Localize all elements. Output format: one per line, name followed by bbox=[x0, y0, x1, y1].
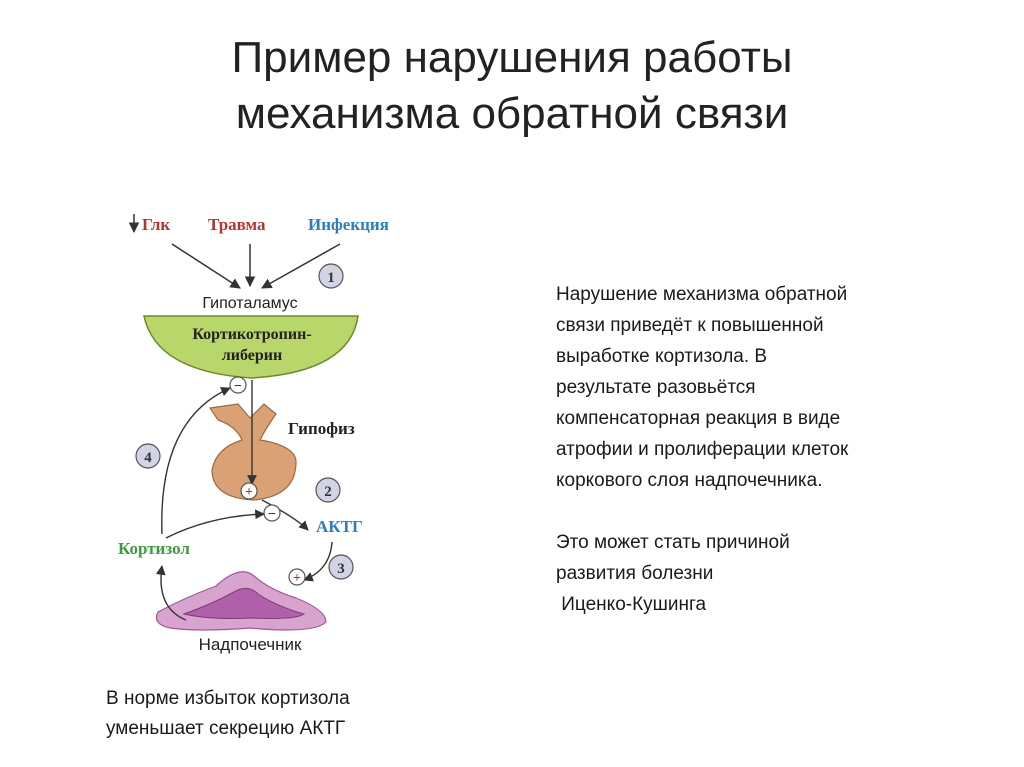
step-4-label: 4 bbox=[144, 450, 152, 466]
stimulus-infection-label: Инфекция bbox=[308, 215, 389, 234]
step-2-label: 2 bbox=[324, 484, 332, 500]
stimulation-sign-adrenal: + bbox=[288, 568, 306, 586]
explanation-text: Нарушение механизма обратной связи приве… bbox=[556, 279, 956, 620]
explanation-line: Нарушение механизма обратной bbox=[556, 284, 848, 305]
step-3-label: 3 bbox=[337, 561, 345, 577]
infection-arrow bbox=[261, 243, 341, 289]
explanation-line: коркового слоя надпочечника. bbox=[556, 470, 823, 491]
step-1-badge: 1 bbox=[318, 263, 344, 289]
inhibition-sign-crh: − bbox=[229, 376, 247, 394]
adrenal-to-cortisol-arrow bbox=[155, 565, 187, 621]
stimulus-trauma-label: Травма bbox=[208, 215, 266, 234]
pituitary-to-acth-arrow bbox=[261, 499, 309, 531]
stimulus-glk-label: Глк bbox=[142, 215, 170, 234]
glk-arrow bbox=[171, 243, 241, 289]
explanation-line: выработке кортизола. В bbox=[556, 346, 768, 367]
acth-label: АКТГ bbox=[316, 517, 363, 536]
plus-sign-2: + bbox=[293, 571, 301, 586]
step-3-badge: 3 bbox=[328, 554, 354, 580]
plus-sign: + bbox=[245, 485, 253, 500]
cortisol-to-pituitary-arrow bbox=[165, 509, 265, 539]
adrenal-label: Надпочечник bbox=[199, 635, 302, 654]
crh-bowl-shape bbox=[143, 315, 359, 379]
title-line-2: механизма обратной связи bbox=[235, 89, 789, 138]
inhibition-sign-pituitary: − bbox=[263, 504, 281, 522]
paragraph-gap bbox=[556, 496, 956, 527]
conclusion-line: Это может стать причиной bbox=[556, 532, 790, 553]
step-4-badge: 4 bbox=[135, 443, 161, 469]
feedback-diagram: Глк Травма Инфекция 1 Гипоталамус Кортик… bbox=[118, 214, 389, 654]
crh-label-line-1: Кортикотропин- bbox=[192, 326, 311, 343]
explanation-line: атрофии и пролиферации клеток bbox=[556, 439, 849, 460]
adrenal-inner-shape bbox=[182, 588, 306, 619]
bottom-note: В норме избыток кортизола уменьшает секр… bbox=[106, 684, 350, 744]
slide-title: Пример нарушения работы механизма обратн… bbox=[0, 30, 1024, 142]
crh-label-line-2: либерин bbox=[222, 347, 282, 364]
step-1-label: 1 bbox=[327, 270, 335, 286]
pituitary-label: Гипофиз bbox=[288, 419, 355, 438]
title-line-1: Пример нарушения работы bbox=[231, 33, 793, 82]
explanation-line: результате разовьётся bbox=[556, 377, 756, 398]
bottom-note-line-2: уменьшает секрецию АКТГ bbox=[106, 718, 346, 739]
explanation-line: связи приведёт к повышенной bbox=[556, 315, 824, 336]
minus-sign-2: − bbox=[268, 507, 276, 522]
acth-to-adrenal-arrow bbox=[303, 541, 333, 582]
stimulation-sign-pituitary: + bbox=[240, 482, 258, 500]
step-2-badge: 2 bbox=[315, 477, 341, 503]
conclusion-line: развития болезни bbox=[556, 563, 714, 584]
conclusion-line: Иценко-Кушинга bbox=[556, 594, 707, 615]
hypothalamus-label: Гипоталамус bbox=[202, 295, 297, 312]
cortisol-to-hypothalamus-arrow bbox=[161, 387, 231, 535]
explanation-line: компенсаторная реакция в виде bbox=[556, 408, 841, 429]
minus-sign: − bbox=[234, 379, 242, 394]
bottom-note-line-1: В норме избыток кортизола bbox=[106, 688, 350, 709]
pituitary-shape bbox=[208, 403, 297, 501]
stimulus-glk: Глк bbox=[128, 214, 170, 234]
cortisol-label: Кортизол bbox=[118, 539, 190, 558]
